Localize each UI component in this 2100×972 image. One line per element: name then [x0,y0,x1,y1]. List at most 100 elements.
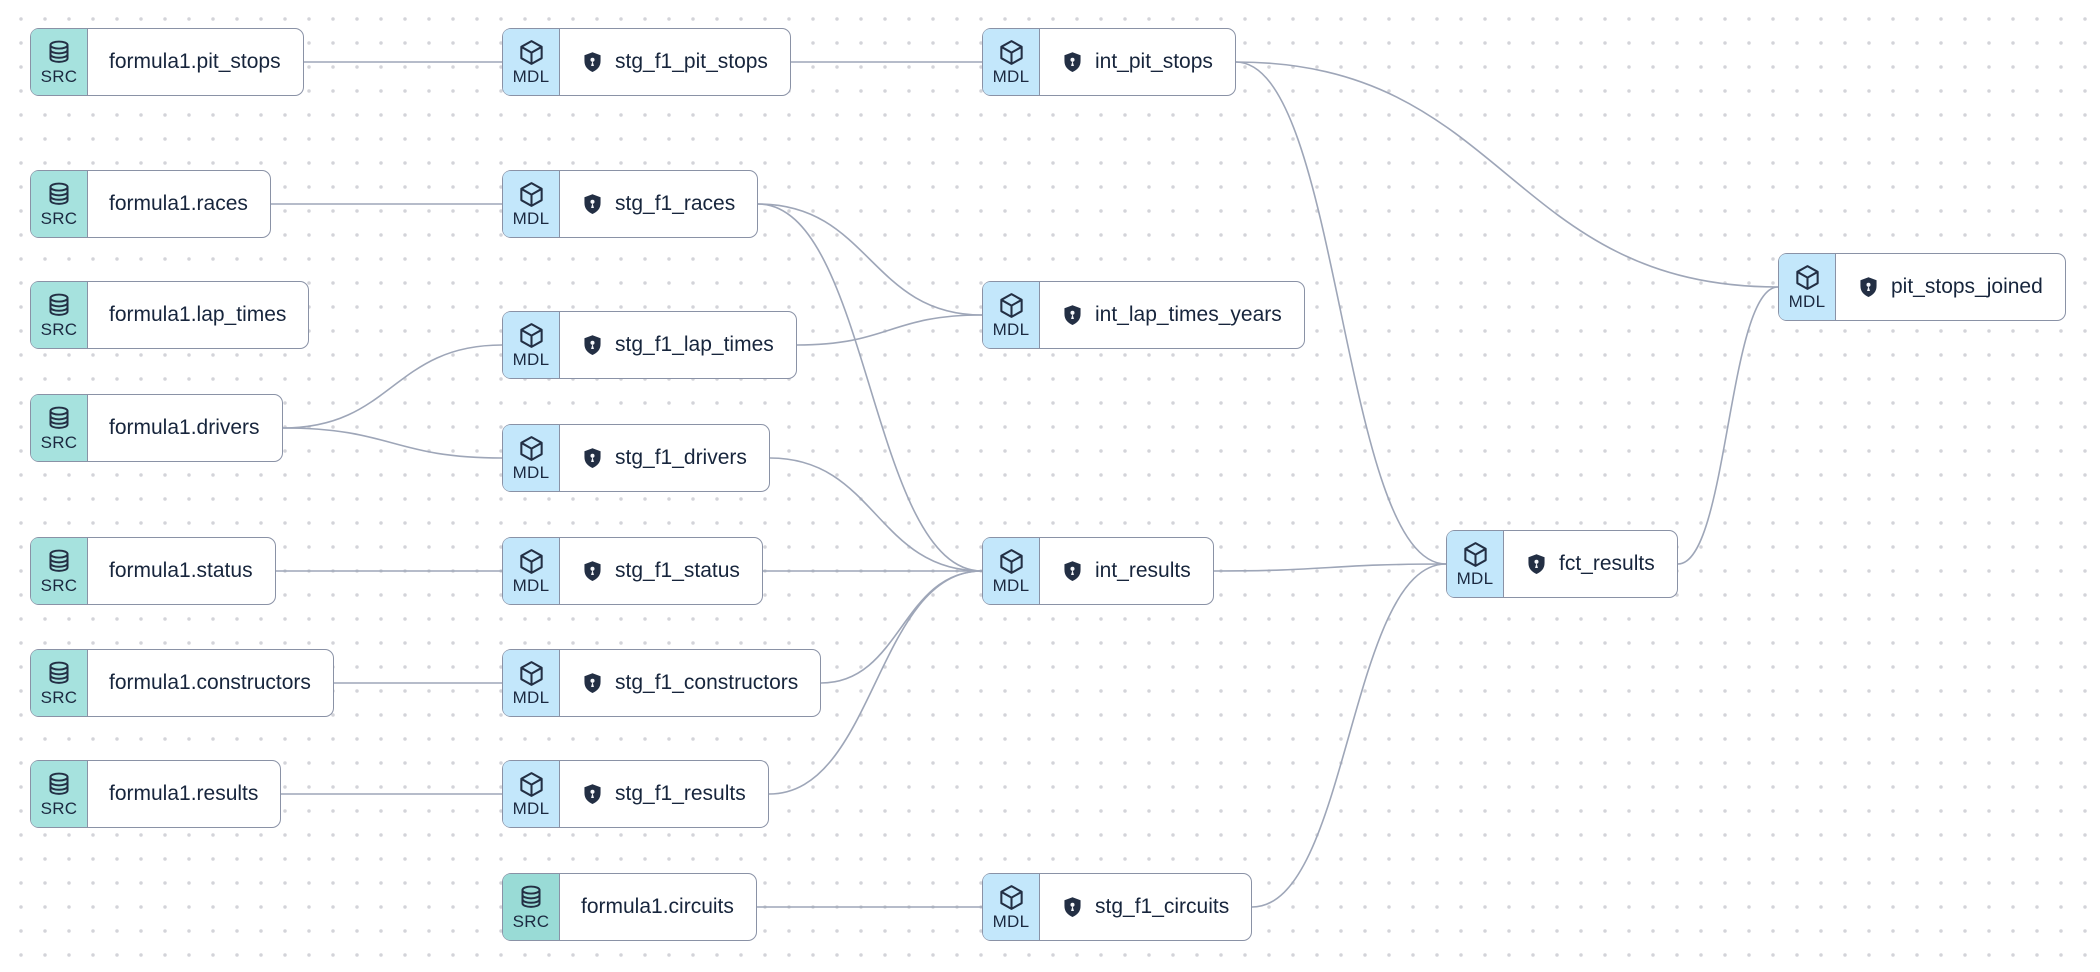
cube-icon [519,182,543,207]
lineage-node-formula1.drivers[interactable]: SRC formula1.drivers [30,394,283,462]
lineage-node-stg_f1_status[interactable]: MDL stg_f1_status [502,537,763,605]
badge-text: MDL [992,576,1030,595]
node-label: formula1.results [109,782,259,805]
node-label: formula1.races [109,192,248,215]
source-badge: SRC [31,538,88,604]
badge-text: SRC [40,208,78,228]
edge-int_pit_stops-to-pit_stops_joined [1235,61,1779,288]
node-label-box: formula1.status [88,538,275,604]
shield-icon [584,52,601,72]
node-label: stg_f1_constructors [615,671,799,694]
node-label-box: stg_f1_drivers [560,425,769,491]
shield-icon [1064,897,1081,917]
cube-icon [519,772,543,797]
model-badge: MDL [983,874,1040,940]
badge-text: MDL [512,350,550,369]
badge-text: MDL [512,576,550,595]
node-label-box: stg_f1_races [560,171,757,237]
cube-icon [999,40,1023,65]
badge-text: MDL [512,688,550,707]
lineage-node-stg_f1_circuits[interactable]: MDL stg_f1_circuits [982,873,1253,941]
edge-fct_results-to-pit_stops_joined [1677,286,1779,565]
badge-text: MDL [512,799,550,818]
lineage-node-stg_f1_lap_times[interactable]: MDL stg_f1_lap_times [502,311,797,379]
node-label: stg_f1_lap_times [615,333,774,356]
node-label: stg_f1_pit_stops [615,50,768,73]
cube-icon [999,293,1023,318]
cube-icon [1795,265,1819,290]
lineage-node-stg_f1_results[interactable]: MDL stg_f1_results [502,760,769,828]
badge-text: SRC [512,911,550,931]
model-badge: MDL [983,538,1040,604]
badge-text: MDL [1788,292,1826,311]
lineage-node-formula1.results[interactable]: SRC formula1.results [30,760,282,828]
badge-text: SRC [40,575,78,595]
lineage-node-stg_f1_pit_stops[interactable]: MDL stg_f1_pit_stops [502,28,791,96]
node-label-box: stg_f1_constructors [560,650,820,716]
database-icon [49,293,69,316]
cube-icon [519,436,543,461]
lineage-node-formula1.races[interactable]: SRC formula1.races [30,170,271,238]
lineage-node-stg_f1_constructors[interactable]: MDL stg_f1_constructors [502,649,822,717]
lineage-node-formula1.constructors[interactable]: SRC formula1.constructors [30,649,334,717]
model-badge: MDL [983,282,1040,348]
cube-icon [1463,542,1487,567]
node-label-box: fct_results [1504,531,1677,597]
badge-text: SRC [40,798,78,818]
edge-stg_races-to-int_lap_times_years [757,203,983,316]
node-label: pit_stops_joined [1891,275,2043,298]
node-label: formula1.constructors [109,671,311,694]
badge-text: MDL [1456,569,1494,588]
shield-icon [1860,277,1877,297]
node-label: formula1.status [109,559,253,582]
edge-stg_constructors-to-int_results [820,570,983,684]
model-badge: MDL [503,538,560,604]
lineage-node-formula1.status[interactable]: SRC formula1.status [30,537,276,605]
node-label: stg_f1_circuits [1095,895,1230,918]
edge-src_drivers-to-stg_drivers [282,427,503,459]
shield-icon [1064,561,1081,581]
lineage-node-fct_results[interactable]: MDL fct_results [1446,530,1678,598]
node-label-box: formula1.results [88,761,280,827]
shield-icon [1064,52,1081,72]
node-label-box: pit_stops_joined [1836,254,2065,320]
source-badge: SRC [503,874,560,940]
node-label-box: stg_f1_pit_stops [560,29,790,95]
database-icon [49,549,69,572]
badge-text: MDL [512,463,550,482]
cube-icon [519,323,543,348]
database-icon [49,40,69,63]
source-badge: SRC [31,171,88,237]
node-label: formula1.pit_stops [109,50,281,73]
lineage-node-stg_f1_races[interactable]: MDL stg_f1_races [502,170,759,238]
source-badge: SRC [31,395,88,461]
badge-text: MDL [512,209,550,228]
lineage-node-stg_f1_drivers[interactable]: MDL stg_f1_drivers [502,424,770,492]
edge-int_results-to-fct_results [1213,563,1447,572]
node-label-box: stg_f1_results [560,761,768,827]
node-label-box: stg_f1_status [560,538,762,604]
edge-stg_races-to-int_results [757,203,983,572]
node-label: int_pit_stops [1095,50,1213,73]
badge-text: SRC [40,687,78,707]
shield-icon [584,673,601,693]
model-badge: MDL [503,171,560,237]
shield-icon [584,448,601,468]
model-badge: MDL [503,29,560,95]
cube-icon [999,885,1023,910]
edge-stg_lap_times-to-int_lap_times_years [796,314,983,346]
node-label: formula1.drivers [109,416,260,439]
node-label: fct_results [1559,552,1655,575]
cube-icon [519,40,543,65]
lineage-node-pit_stops_joined[interactable]: MDL pit_stops_joined [1778,253,2066,321]
badge-text: SRC [40,432,78,452]
shield-icon [584,561,601,581]
badge-text: MDL [512,67,550,86]
